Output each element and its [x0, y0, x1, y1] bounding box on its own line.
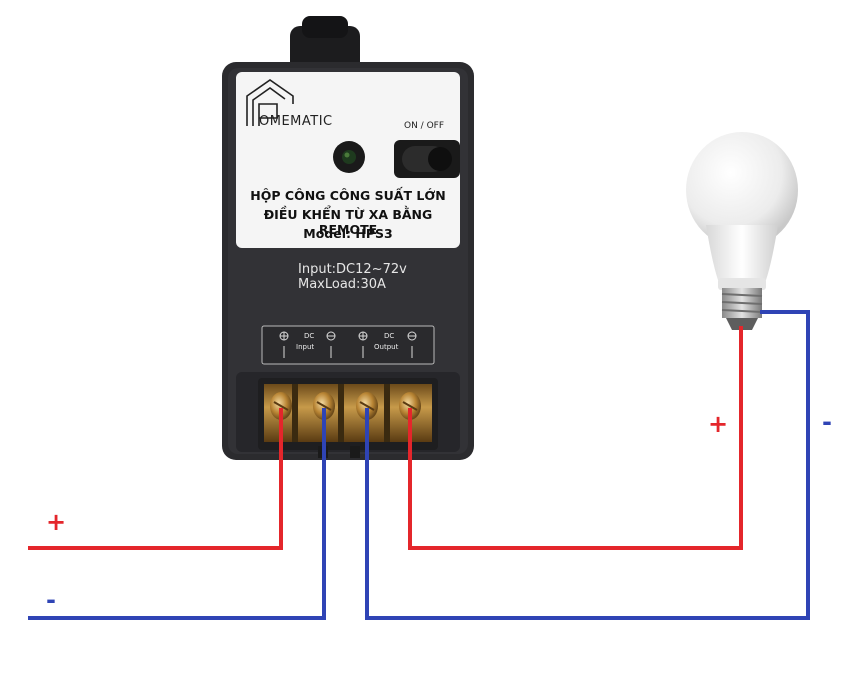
on-off-switch[interactable]	[394, 140, 460, 178]
wire-output-negative	[365, 310, 810, 620]
terminal-marking-panel	[261, 325, 435, 365]
spec-input: Input:DC12~72v	[298, 262, 407, 277]
left-plus-label: +	[46, 508, 67, 536]
title-line-1: HỘP CÔNG CÔNG SUẤT LỚN	[250, 188, 446, 203]
model-label: Model: HPS3	[303, 226, 393, 241]
terminal-screw-1	[270, 392, 292, 420]
wire-input-positive	[28, 408, 283, 550]
terminal-screw-3	[356, 392, 378, 420]
terminal-dc-right: DC	[384, 332, 395, 340]
bottom-clip-right	[350, 446, 360, 458]
terminal-output-label: Output	[374, 343, 399, 351]
led-indicator	[333, 141, 365, 173]
brand-name: OMEMATIC	[259, 114, 333, 129]
spec-maxload: MaxLoad:30A	[298, 277, 386, 292]
right-minus-label: -	[822, 408, 832, 436]
terminal-input-label: Input	[296, 343, 315, 351]
title-line-2: ĐIỀU KHỂN TỪ XA BẰNG REMOTE	[263, 207, 433, 237]
wire-input-negative	[28, 408, 326, 620]
terminal-screw-2	[313, 392, 335, 420]
homematic-logo	[246, 79, 294, 126]
left-minus-label: -	[46, 586, 56, 614]
wire-output-positive	[408, 326, 743, 550]
right-plus-label: +	[708, 410, 729, 438]
terminal-dc-left: DC	[304, 332, 315, 340]
light-bulb	[686, 132, 798, 330]
switch-label: ON / OFF	[404, 121, 445, 131]
terminal-screw-4	[399, 392, 421, 420]
